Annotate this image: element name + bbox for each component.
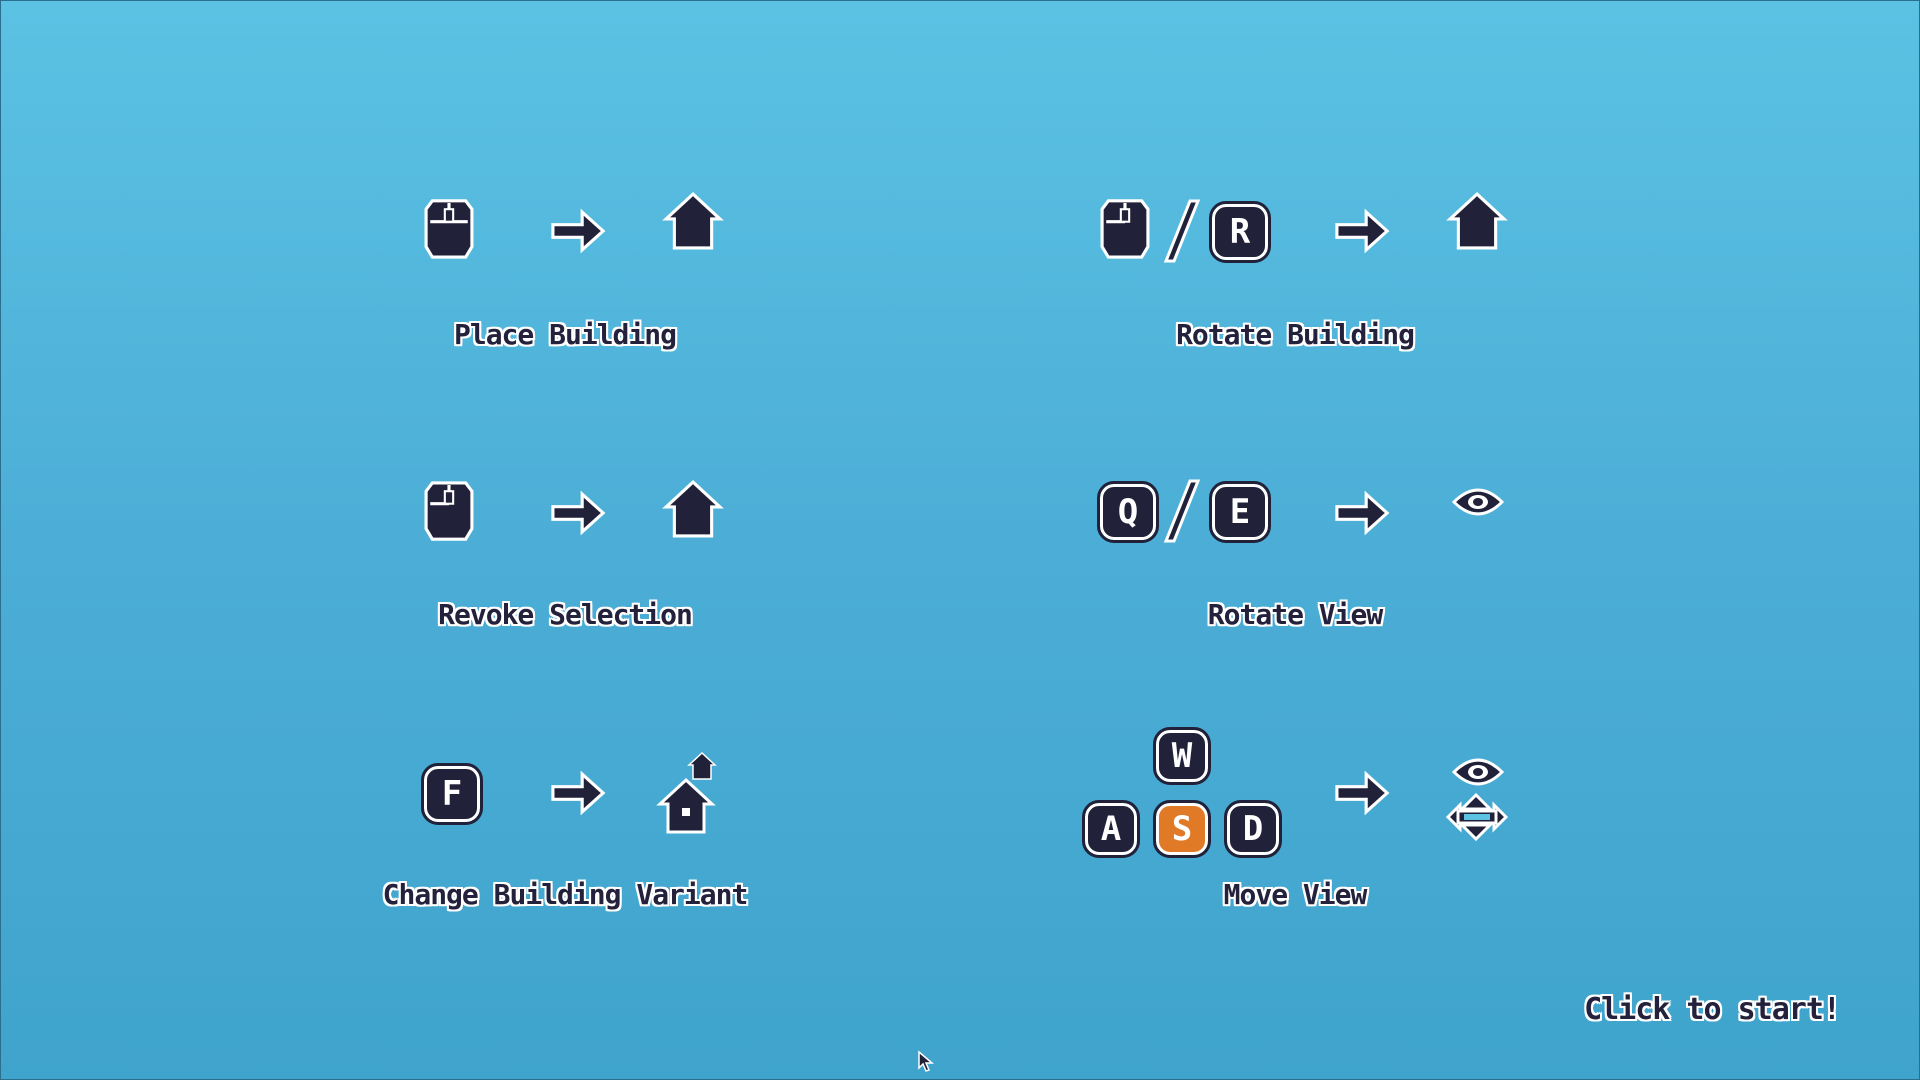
- key-f: F: [421, 763, 483, 825]
- label-move-view: Move View: [1223, 878, 1368, 911]
- eye-icon: [1452, 752, 1504, 792]
- key-s-highlighted: S: [1153, 800, 1211, 858]
- label-place-building: Place Building: [453, 318, 677, 351]
- mouse-cursor-icon: [917, 1050, 937, 1074]
- label-change-building-variant: Change Building Variant: [382, 878, 749, 911]
- mouse-left-click-icon: [424, 196, 474, 262]
- building-icon: [664, 480, 722, 538]
- arrow-right-icon: [1334, 490, 1390, 536]
- arrow-right-icon: [550, 208, 606, 254]
- key-q: Q: [1097, 481, 1159, 543]
- key-r: R: [1209, 201, 1271, 263]
- arrow-right-icon: [550, 490, 606, 536]
- mouse-right-click-icon: [1100, 196, 1150, 262]
- eye-icon: [1452, 482, 1504, 522]
- slash-separator-icon: [1160, 198, 1204, 264]
- key-w: W: [1153, 727, 1211, 785]
- mouse-right-click-icon: [424, 478, 474, 544]
- arrow-right-icon: [1334, 208, 1390, 254]
- label-rotate-view: Rotate View: [1207, 598, 1383, 631]
- arrow-right-icon: [1334, 770, 1390, 816]
- click-to-start-prompt[interactable]: Click to start!: [1584, 992, 1841, 1027]
- arrow-right-icon: [550, 770, 606, 816]
- slash-separator-icon: [1160, 478, 1204, 544]
- move-directions-icon: [1446, 793, 1508, 841]
- key-a: A: [1082, 800, 1140, 858]
- building-icon: [664, 192, 722, 250]
- label-rotate-building: Rotate Building: [1176, 318, 1415, 351]
- key-e: E: [1209, 481, 1271, 543]
- label-revoke-selection: Revoke Selection: [438, 598, 693, 631]
- key-d: D: [1224, 800, 1282, 858]
- building-variant-icon: [658, 752, 718, 834]
- building-icon: [1448, 192, 1506, 250]
